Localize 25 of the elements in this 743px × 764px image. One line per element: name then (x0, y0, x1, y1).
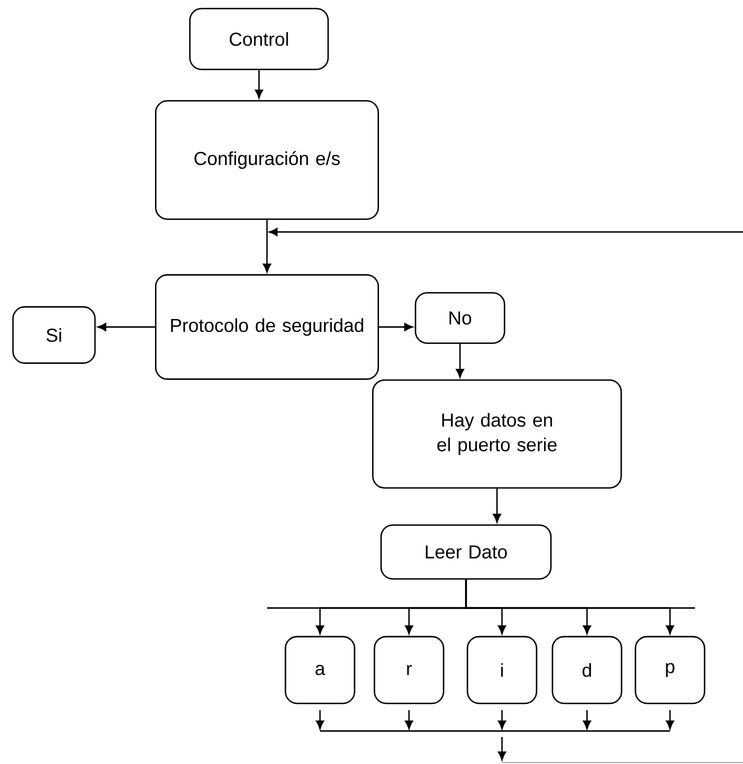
process-box: i (466, 636, 538, 704)
process-box: Configuración e/s (155, 100, 379, 220)
process-box: Protocolo de seguridad (155, 274, 379, 380)
process-box: Leer Dato (380, 524, 552, 580)
arrow (465, 580, 674, 634)
process-box: Control (189, 8, 329, 70)
arrow (582, 720, 592, 730)
arrow (492, 488, 502, 523)
arrow (379, 322, 413, 332)
arrow (404, 720, 414, 730)
process-box: Si (12, 306, 96, 364)
arrow (666, 720, 674, 730)
process-box: r (374, 636, 444, 704)
arrow (262, 220, 272, 272)
arrow (97, 322, 155, 332)
process-box: a (284, 636, 356, 704)
process-box: Hay datos en el puerto serie (372, 379, 622, 489)
arrow (316, 720, 324, 730)
arrow (456, 344, 464, 378)
process-box: d (552, 636, 622, 704)
process-box: No (414, 292, 506, 344)
arrow (498, 720, 506, 730)
arrow (254, 70, 264, 98)
arrow (268, 228, 743, 236)
process-box: p (634, 636, 706, 704)
